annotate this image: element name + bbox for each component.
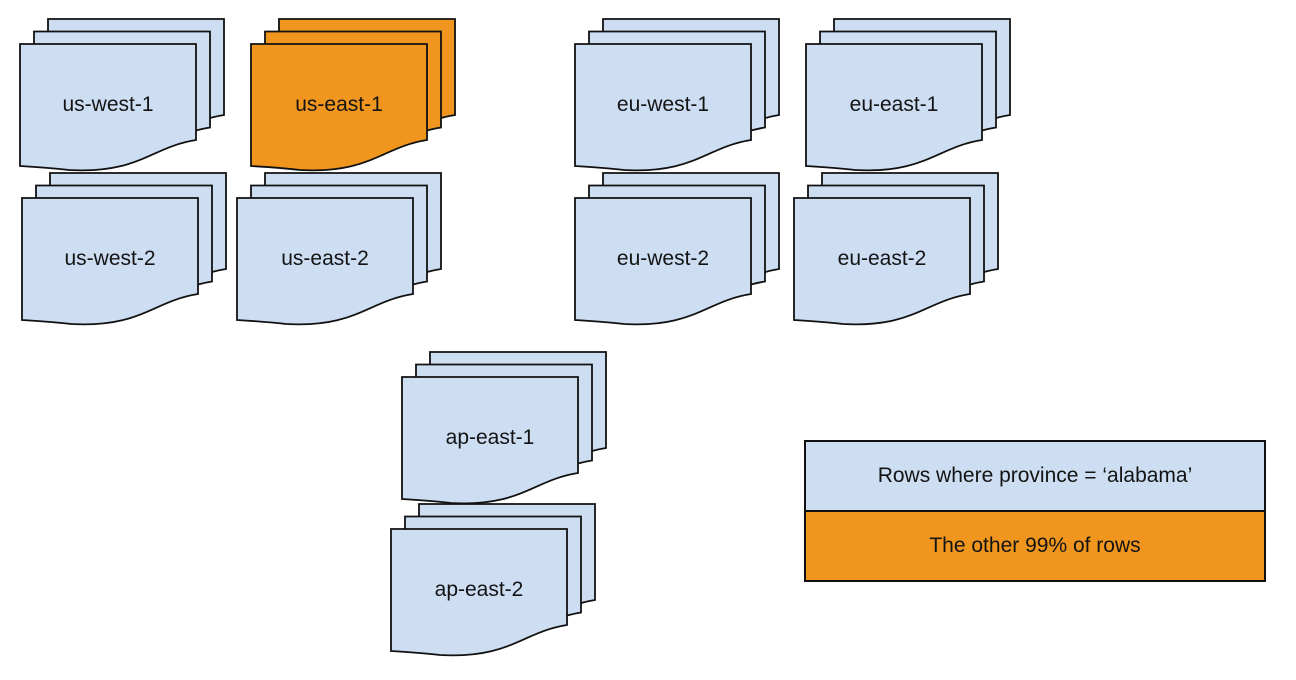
document-stack-icon (401, 351, 607, 505)
region-stack-us-east-2: us-east-2 (236, 172, 442, 329)
document-stack-icon (236, 172, 442, 326)
document-stack-icon (390, 503, 596, 657)
legend-label-alabama: Rows where province = ‘alabama’ (877, 464, 1193, 487)
region-stack-eu-west-2: eu-west-2 (574, 172, 780, 329)
document-stack-icon (574, 172, 780, 326)
legend: Rows where province = ‘alabama’ The othe… (804, 440, 1266, 582)
region-stack-eu-east-1: eu-east-1 (805, 18, 1011, 175)
legend-row-alabama: Rows where province = ‘alabama’ (806, 442, 1264, 512)
region-stack-eu-east-2: eu-east-2 (793, 172, 999, 329)
document-stack-icon (250, 18, 456, 172)
document-stack-icon (805, 18, 1011, 172)
document-stack-icon (19, 18, 225, 172)
document-stack-icon (574, 18, 780, 172)
region-stack-ap-east-2: ap-east-2 (390, 503, 596, 660)
region-stack-eu-west-1: eu-west-1 (574, 18, 780, 175)
region-stack-us-west-2: us-west-2 (21, 172, 227, 329)
legend-label-other-rows: The other 99% of rows (929, 534, 1141, 557)
region-stack-ap-east-1: ap-east-1 (401, 351, 607, 508)
region-stack-us-west-1: us-west-1 (19, 18, 225, 175)
legend-row-other-rows: The other 99% of rows (806, 512, 1264, 580)
region-stack-us-east-1: us-east-1 (250, 18, 456, 175)
document-stack-icon (793, 172, 999, 326)
document-stack-icon (21, 172, 227, 326)
